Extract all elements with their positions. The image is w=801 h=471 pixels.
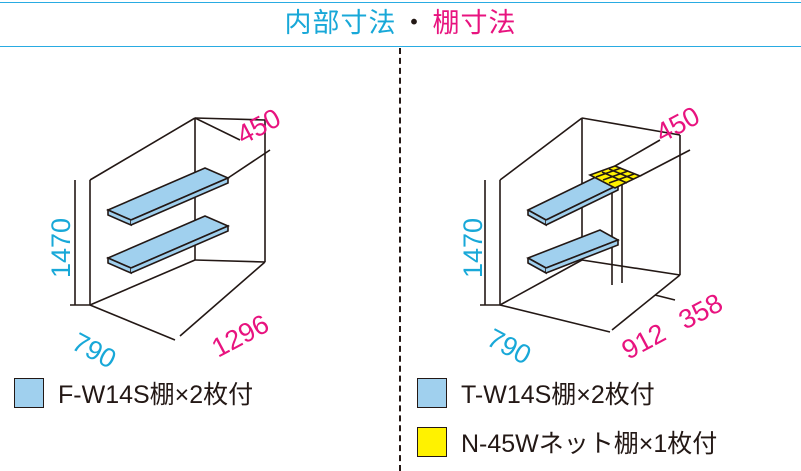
left-floor-back xyxy=(194,259,266,263)
right-back-top-edge xyxy=(581,117,681,136)
net-line-3 xyxy=(608,173,635,184)
left-shelf-depth-guide-2 xyxy=(194,117,241,141)
right-width-guide xyxy=(499,304,611,333)
left-top-left-edge xyxy=(89,117,196,181)
net-line-2 xyxy=(602,170,629,181)
left-diagram xyxy=(70,117,271,341)
page-title: 内部寸法・棚寸法 xyxy=(0,6,801,42)
left-width-guide xyxy=(89,304,176,341)
net-line-5 xyxy=(608,168,634,180)
right-shelf-depth-guide-2 xyxy=(614,139,661,167)
right-width-main-label: 912 xyxy=(617,318,671,366)
legend-swatch xyxy=(417,427,447,457)
right-shelf-lower-front xyxy=(545,238,619,274)
left-width-end xyxy=(179,261,266,337)
legend-label: F-W14S棚×2枚付 xyxy=(58,381,254,409)
title-internal-dimensions: 内部寸法 xyxy=(284,8,397,39)
header-rule xyxy=(0,46,801,47)
right-diagram xyxy=(480,117,691,333)
title-separator: ・ xyxy=(400,8,429,39)
right-top-left-edge xyxy=(499,117,583,181)
top-rule xyxy=(0,2,801,3)
right-shelf-depth-guide xyxy=(639,149,691,177)
right-width-end xyxy=(611,274,681,331)
legend-label: T-W14S棚×2枚付 xyxy=(461,381,655,409)
left-shelf-lower-front xyxy=(130,224,229,274)
right-depth-label: 790 xyxy=(482,323,536,371)
left-shelf-upper-front xyxy=(130,176,229,226)
left-shelf-depth-label: 450 xyxy=(232,103,286,151)
left-width-label: 1296 xyxy=(207,309,274,364)
legend-item-shelf-left: F-W14S棚×2枚付 xyxy=(14,375,253,411)
right-width-side-label: 358 xyxy=(674,288,728,336)
left-floor-left xyxy=(89,259,196,306)
legend-item-shelf-right: T-W14S棚×2枚付 xyxy=(417,375,655,411)
net-line-4 xyxy=(601,171,628,184)
legend-swatch xyxy=(417,378,447,408)
legend-label: N-45Wネット棚×1枚付 xyxy=(461,430,718,458)
right-shelf-upper-front xyxy=(545,183,619,226)
left-back-top-edge xyxy=(194,117,266,121)
right-side-tick xyxy=(654,294,676,301)
left-height-label: 1470 xyxy=(46,218,76,278)
right-height-label: 1470 xyxy=(458,218,488,278)
right-floor-left xyxy=(499,259,583,306)
title-shelf-dimensions: 棚寸法 xyxy=(432,8,517,39)
left-shelf-upper xyxy=(105,167,231,221)
center-divider xyxy=(399,48,401,471)
legend-swatch xyxy=(14,378,44,408)
right-floor-back xyxy=(581,259,681,276)
net-line-1 xyxy=(595,167,622,178)
left-depth-label: 790 xyxy=(67,327,121,375)
left-shelf-depth-guide xyxy=(227,149,271,179)
legend-item-net-shelf: N-45Wネット棚×1枚付 xyxy=(417,424,717,460)
